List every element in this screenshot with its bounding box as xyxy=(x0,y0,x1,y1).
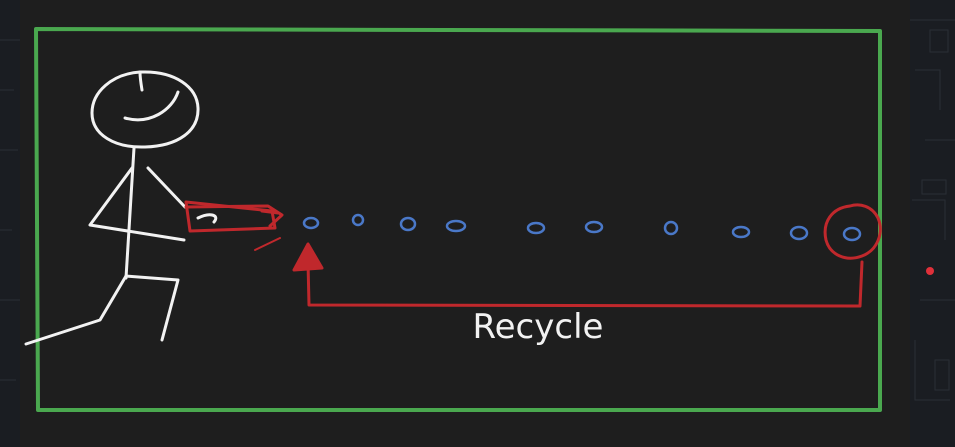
stick-figure xyxy=(24,70,218,346)
figure-body xyxy=(124,146,136,280)
projectile xyxy=(302,216,320,230)
figure-hat-curl xyxy=(123,90,180,122)
figure-leg-front xyxy=(124,274,180,342)
projectile xyxy=(584,220,604,234)
projectile xyxy=(842,226,862,242)
target-circle xyxy=(823,203,882,260)
figure-leg-back xyxy=(24,274,128,346)
recycle-arrow xyxy=(292,242,864,308)
figure-arm-back xyxy=(88,166,186,242)
figure-arm-front xyxy=(146,166,187,209)
figure-hat-brim xyxy=(138,70,144,92)
frame-border xyxy=(34,27,882,412)
figure-hand xyxy=(196,213,218,224)
projectile xyxy=(445,219,467,233)
arrowhead xyxy=(292,242,324,272)
projectile xyxy=(351,213,365,227)
shooter-device xyxy=(184,200,284,251)
figure-head xyxy=(90,70,200,149)
projectile xyxy=(789,225,809,241)
projectile-row xyxy=(302,213,862,242)
projectile xyxy=(399,216,417,232)
projectile xyxy=(731,225,751,239)
indicator-dot xyxy=(926,267,934,275)
recycle-label: Recycle xyxy=(473,307,604,347)
projectile xyxy=(663,220,679,236)
projectile xyxy=(526,221,546,235)
